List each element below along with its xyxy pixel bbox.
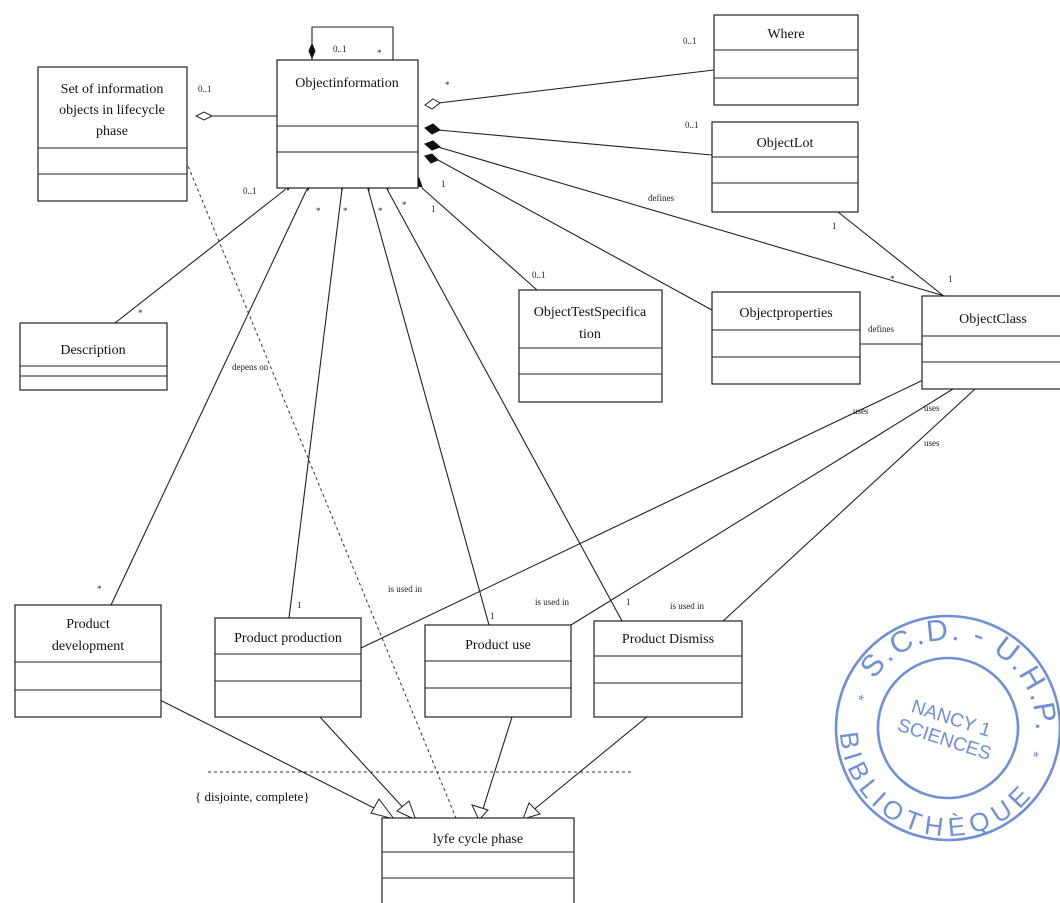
mult-testspec-top-1: 1 — [431, 204, 436, 214]
class-objectlot-name: ObjectLot — [757, 136, 814, 151]
generalization-constraint: { disjointe, complete} — [195, 789, 310, 804]
where-aggregation-diamond — [424, 98, 441, 110]
product-dismiss-line — [386, 188, 623, 622]
class-description-name: Description — [60, 343, 125, 358]
mult-oi-bottomleft-01: 0..1 — [243, 186, 257, 196]
class-testspec-name-line1: ObjectTestSpecifica — [534, 305, 647, 320]
set-aggregation-diamond — [194, 111, 214, 121]
depends-on-dependency-line — [185, 160, 457, 819]
association-lines — [110, 26, 976, 819]
objectclass-composition-diamond — [424, 140, 441, 151]
class-product-dismiss-name: Product Dismiss — [622, 632, 714, 647]
gen-production-line — [319, 716, 409, 814]
class-lifecycle-phase[interactable]: lyfe cycle phase — [381, 817, 575, 903]
class-objectclass-name: ObjectClass — [959, 312, 1027, 327]
gen-dismiss-line — [530, 715, 649, 813]
label-depends-on: depens on — [232, 362, 269, 372]
class-objectinformation-name: Objectinformation — [295, 76, 398, 91]
mult-development-top-star: * — [316, 206, 321, 216]
mult-use-1: 1 — [490, 611, 495, 621]
label-is-used-in-2: is used in — [535, 597, 570, 607]
label-defines-mid: defines — [868, 324, 894, 334]
mult-development-star: * — [97, 584, 102, 594]
mult-objectclass-1: 1 — [948, 274, 953, 284]
label-defines-top: defines — [648, 193, 674, 203]
class-product-use-name: Product use — [465, 638, 531, 653]
association-labels: defines defines depens on uses uses uses… — [195, 193, 940, 804]
class-objectclass[interactable]: ObjectClass — [921, 295, 1060, 390]
class-uses-use-line — [570, 388, 954, 626]
mult-description-star: * — [138, 308, 143, 318]
class-where[interactable]: Where — [713, 14, 859, 106]
product-production-line — [288, 188, 343, 619]
objecttestspec-line — [421, 187, 538, 291]
class-product-production-name: Product production — [234, 631, 342, 646]
class-product-development[interactable]: Product development — [14, 604, 162, 718]
lot-to-class-line — [837, 211, 946, 298]
mult-where-star: * — [445, 80, 450, 90]
mult-where-01: 0..1 — [683, 36, 697, 46]
mult-lot-class-1: 1 — [832, 221, 837, 231]
class-lifecycle-phase-name: lyfe cycle phase — [433, 832, 523, 847]
class-objectproperties[interactable]: Objectproperties — [711, 291, 861, 385]
objectlot-composition-diamond — [424, 123, 441, 135]
stamp-star-left: * — [854, 692, 865, 710]
gen-arrow-dismiss — [522, 802, 541, 820]
library-stamp: S.C.D. - U.H.P. BIBLIOTHÈQUE NANCY 1 SCI… — [811, 586, 1060, 870]
objectproperties-line — [437, 159, 713, 311]
mult-production-1: 1 — [297, 600, 302, 610]
class-objectproperties-name: Objectproperties — [739, 306, 832, 321]
objectproperties-composition-diamond — [424, 153, 439, 164]
class-set-of-info-name-line2: objects in lifecycle — [59, 103, 165, 118]
mult-testspec-01: 0..1 — [532, 270, 546, 280]
gen-arrow-production — [396, 800, 417, 821]
objectlot-line — [437, 129, 713, 156]
class-where-name: Where — [767, 27, 804, 42]
class-product-development-name-line2: development — [52, 639, 124, 654]
gen-arrow-use — [471, 804, 489, 821]
mult-dismiss-1: 1 — [626, 597, 631, 607]
label-is-used-in-3: is used in — [670, 601, 705, 611]
product-use-line — [367, 188, 490, 626]
class-product-production[interactable]: Product production — [214, 617, 362, 718]
product-development-line — [110, 188, 308, 606]
class-product-dismiss[interactable]: Product Dismiss — [593, 620, 743, 718]
class-uses-dismiss-line — [721, 388, 976, 623]
class-uses-production-line — [360, 371, 941, 649]
class-set-of-info-name-line1: Set of information — [61, 82, 164, 97]
mult-self-01: 0..1 — [333, 44, 347, 54]
mult-use-top-star: * — [378, 206, 383, 216]
mult-dismiss-top-star: * — [402, 200, 407, 210]
objectclass-defines-line — [437, 146, 949, 298]
class-objecttestspecification[interactable]: ObjectTestSpecifica tion — [518, 289, 663, 403]
description-line — [114, 188, 287, 324]
mult-objectclass-star: * — [890, 274, 895, 284]
class-objectinformation[interactable]: Objectinformation — [276, 59, 419, 189]
label-uses-1: uses — [853, 406, 869, 416]
class-product-use[interactable]: Product use — [424, 624, 572, 718]
where-line — [437, 69, 715, 104]
class-set-of-info-name-line3: phase — [96, 124, 128, 139]
mult-set-01: 0..1 — [198, 84, 212, 94]
gen-development-line — [159, 699, 385, 814]
class-description[interactable]: Description — [19, 322, 168, 391]
self-composition-diamond — [308, 42, 316, 60]
gen-arrow-development — [370, 798, 396, 820]
label-is-used-in-1: is used in — [388, 584, 423, 594]
label-uses-3: uses — [924, 438, 940, 448]
multiplicities: 0..1 * 0..1 * 0..1 0..1 0..1 * * * * * 1… — [97, 36, 953, 621]
stamp-star-right: * — [1029, 749, 1040, 767]
gen-use-line — [481, 716, 513, 813]
class-objectlot[interactable]: ObjectLot — [711, 121, 859, 213]
mult-production-top-star: * — [343, 206, 348, 216]
generalization-arrowheads — [370, 798, 541, 821]
mult-self-star: * — [377, 48, 382, 58]
class-product-development-name-line1: Product — [66, 617, 110, 632]
mult-props-top-1: 1 — [441, 179, 446, 189]
class-testspec-name-line2: tion — [579, 327, 601, 342]
mult-lot-01: 0..1 — [685, 120, 699, 130]
label-uses-2: uses — [924, 403, 940, 413]
class-set-of-information-objects[interactable]: Set of information objects in lifecycle … — [37, 66, 188, 202]
